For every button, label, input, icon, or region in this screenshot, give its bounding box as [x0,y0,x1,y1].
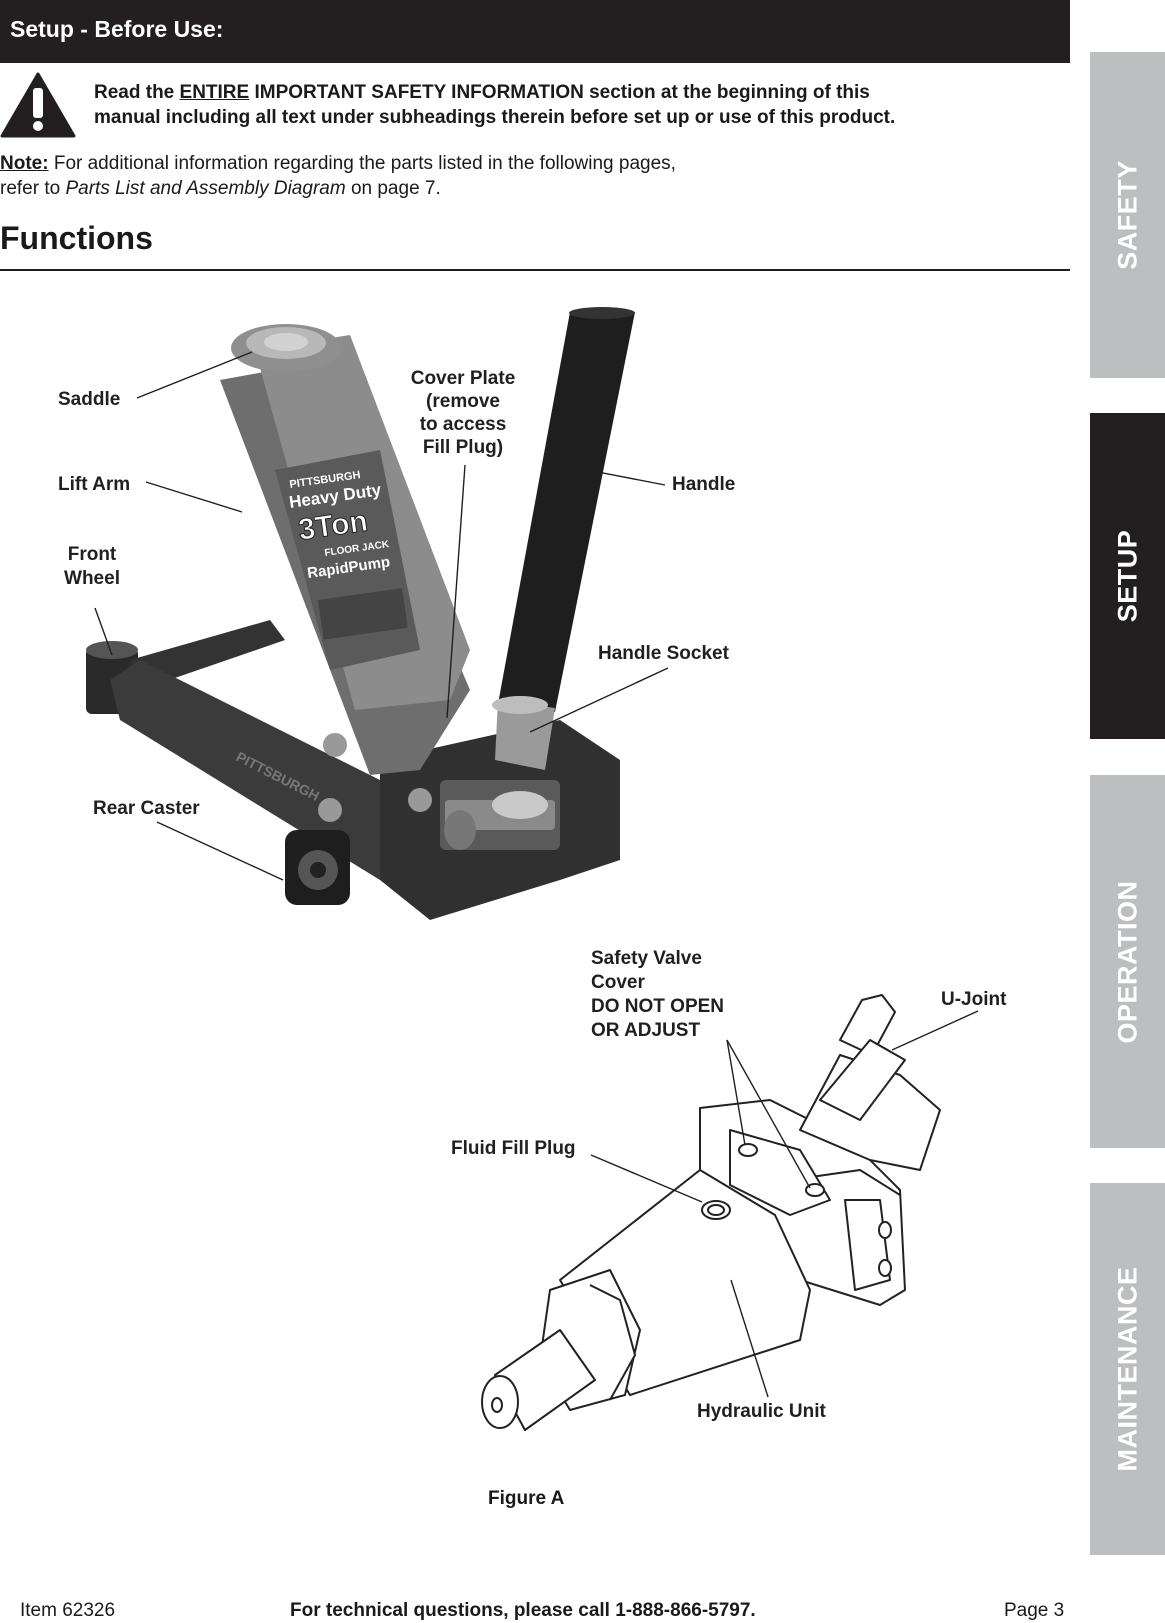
warning-emphasis: ENTIRE [179,82,250,103]
label-cover-plate-line2: (remove [426,391,500,412]
label-front-wheel-line1: Front [67,544,117,565]
section-title: Functions [0,220,153,256]
label-safety-valve-line1: Safety Valve [591,948,702,969]
label-safety-valve-line2: Cover [591,972,645,993]
tab-safety[interactable]: SAFETY [1090,52,1165,378]
warning-line1: IMPORTANT SAFETY INFORMATION section at … [249,82,870,103]
tab-operation[interactable]: OPERATION [1090,775,1165,1148]
figure-a-illustration: PITTSBURGH PITTSBURGH Heavy Duty 3Ton FL… [86,307,979,1431]
tab-maintenance-label: MAINTENANCE [1112,1266,1142,1472]
side-frame [110,660,420,880]
note-line2-post: on page 7. [345,178,441,199]
tab-maintenance[interactable]: MAINTENANCE [1090,1183,1165,1555]
label-safety-valve-line4: OR ADJUST [591,1020,701,1041]
footer-tech-support: For technical questions, please call 1-8… [290,1600,756,1621]
figure-caption: Figure A [488,1488,565,1509]
label-saddle: Saddle [58,389,121,410]
section-divider [0,269,1070,271]
tab-setup-label: SETUP [1112,529,1142,623]
header-bar: Setup - Before Use: [0,0,1070,63]
label-cover-plate-line4: Fill Plug) [422,437,504,458]
tab-setup[interactable]: SETUP [1090,413,1165,739]
footer-page-number: Page 3 [1004,1600,1065,1621]
label-safety-valve-line3: DO NOT OPEN [591,996,725,1017]
tab-safety-label: SAFETY [1112,160,1142,270]
label-handle-socket: Handle Socket [598,643,729,664]
hydraulic-unit-illustration [481,994,941,1431]
label-rear-caster: Rear Caster [93,798,200,819]
label-hydraulic-unit: Hydraulic Unit [697,1401,826,1422]
header-title: Setup - Before Use: [10,16,224,42]
label-front-wheel: Front Wheel [52,543,132,591]
tab-operation-label: OPERATION [1112,879,1142,1044]
label-lift-arm: Lift Arm [58,474,131,495]
warning-prefix: Read the [94,82,180,103]
label-fluid-fill-plug: Fluid Fill Plug [451,1138,576,1159]
note-paragraph: Note: For additional information regardi… [0,151,800,201]
warning-line2: manual including all text under subheadi… [94,107,896,128]
note-line2-pre: refer to [0,178,66,199]
warning-icon [0,72,76,138]
callout-leader-lines [94,351,979,1398]
label-cover-plate: Cover Plate (remove to access Fill Plug) [398,367,528,459]
handle-socket [495,700,555,770]
note-label: Note: [0,153,49,174]
label-front-wheel-line2: Wheel [64,568,120,589]
label-handle: Handle [672,474,736,495]
handle [498,312,635,712]
note-line1: For additional information regarding the… [48,153,676,174]
label-safety-valve-cover: Safety Valve Cover DO NOT OPEN OR ADJUST [591,947,724,1043]
label-cover-plate-line3: to access [419,414,507,435]
label-cover-plate-line1: Cover Plate [410,368,516,389]
floor-jack-illustration: PITTSBURGH PITTSBURGH Heavy Duty 3Ton FL… [86,307,635,920]
note-reference: Parts List and Assembly Diagram [65,178,346,199]
label-u-joint: U-Joint [941,989,1007,1010]
footer-item-number: Item 62326 [20,1600,116,1621]
safety-warning: Read the ENTIRE IMPORTANT SAFETY INFORMA… [94,80,1054,130]
